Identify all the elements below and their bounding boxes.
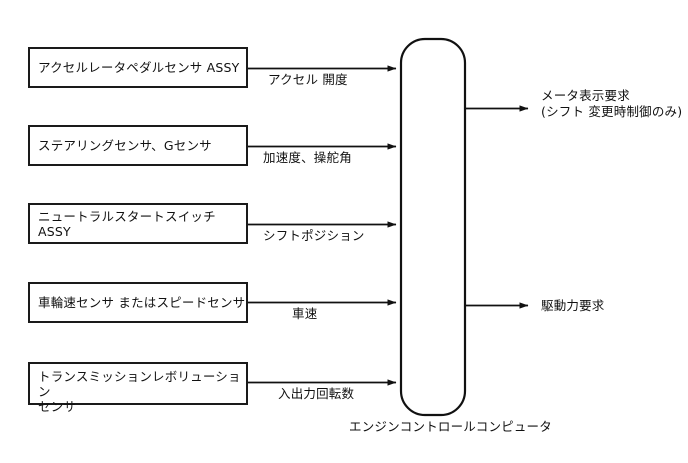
signal-label-vehicle-speed: 車速 bbox=[292, 306, 318, 321]
sensor-box-transmission-revolution-sensor[interactable]: トランスミッションレボリューション センサ bbox=[28, 362, 248, 414]
ecu-caption: エンジンコントロールコンピュータ bbox=[349, 419, 552, 434]
output-label-driving-force-request: 駆動力要求 bbox=[541, 298, 605, 313]
signal-label-shift-position: シフトポジション bbox=[263, 228, 365, 243]
output-label-meter-display-request: メータ表示要求 (シフト 変更時制御のみ) bbox=[541, 88, 683, 119]
sensor-box-label: ニュートラルスタートスイッチASSY bbox=[38, 208, 216, 239]
sensor-box-label: ステアリングセンサ、Gセンサ bbox=[38, 138, 212, 153]
signal-label-acceleration-steering-angle: 加速度、操舵角 bbox=[263, 150, 352, 165]
sensor-box-steering-g-sensor[interactable]: ステアリングセンサ、Gセンサ bbox=[28, 125, 248, 166]
sensor-box-wheel-speed-sensor[interactable]: 車輪速センサ またはスピードセンサ bbox=[28, 282, 248, 323]
ecu-block bbox=[399, 37, 467, 417]
sensor-box-accelerator-pedal[interactable]: アクセルレータペダルセンサ ASSY bbox=[28, 47, 248, 88]
sensor-box-label: 車輪速センサ またはスピードセンサ bbox=[38, 295, 246, 310]
signal-label-accelerator-opening: アクセル 開度 bbox=[268, 72, 348, 87]
sensor-box-label: トランスミッションレボリューション センサ bbox=[38, 369, 241, 414]
signal-label-input-output-revolution: 入出力回転数 bbox=[278, 386, 355, 401]
sensor-box-neutral-start-switch[interactable]: ニュートラルスタートスイッチASSY bbox=[28, 203, 248, 244]
sensor-box-label: アクセルレータペダルセンサ ASSY bbox=[38, 60, 240, 75]
